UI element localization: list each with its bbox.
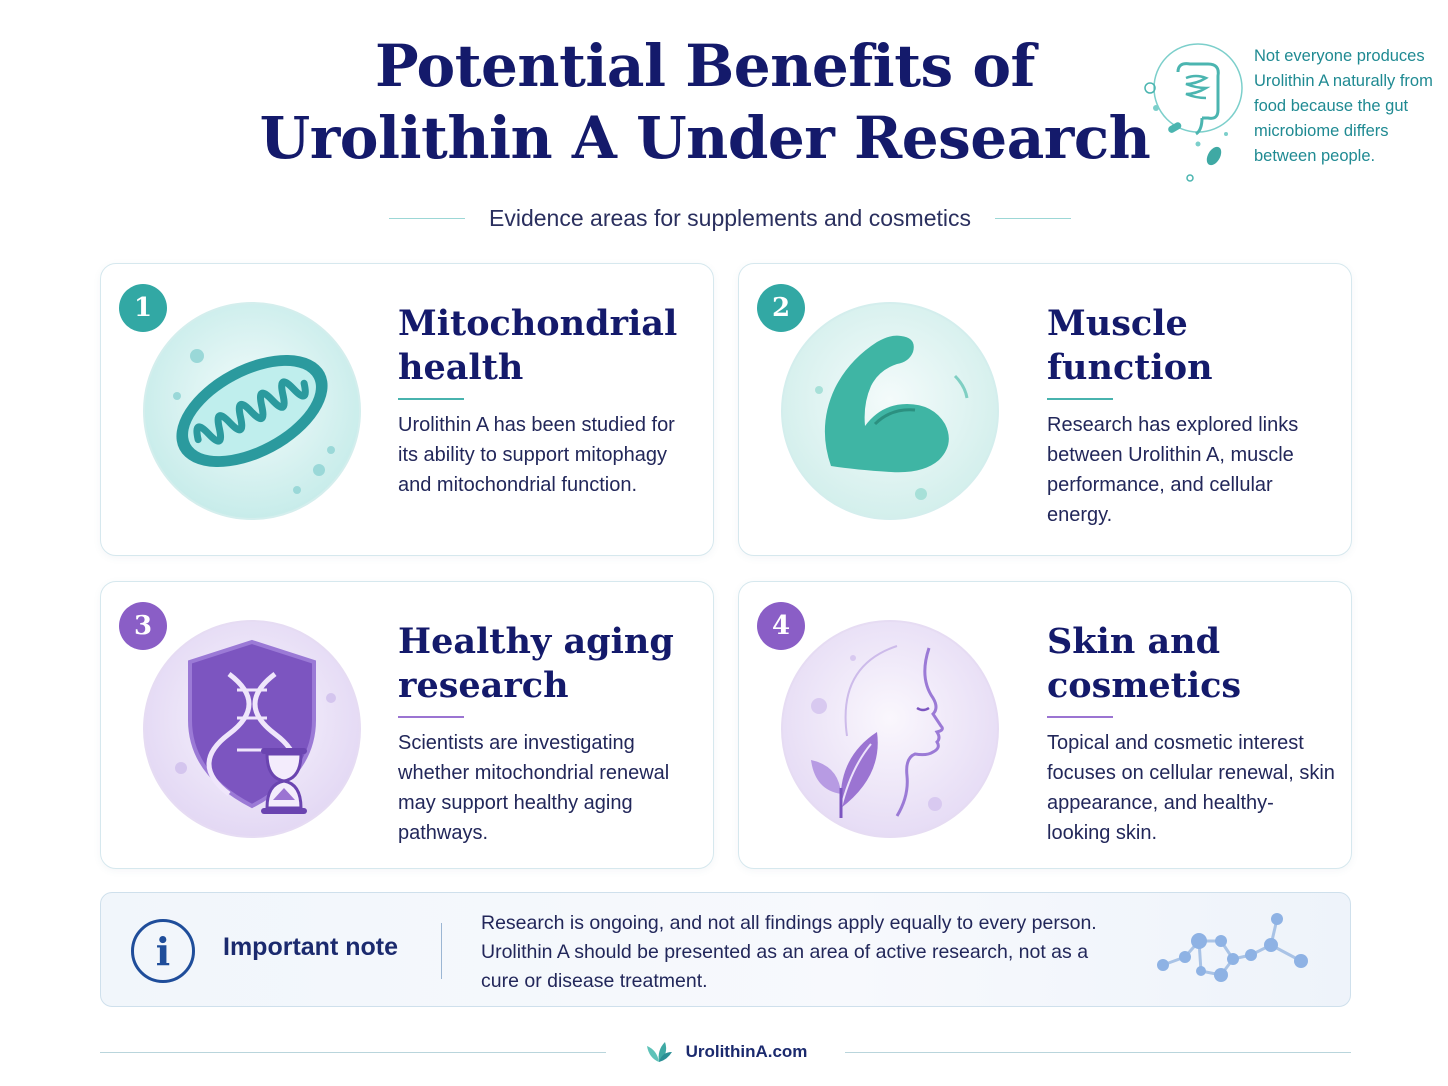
card-skin-and-cosmetics: 4 Skin and cosmetics Topical and cosmeti… — [738, 581, 1352, 869]
footer: UrolithinA.com — [100, 1030, 1351, 1074]
page-title-line-2: Urolithin A Under Research — [259, 104, 1151, 172]
footer-rule-left — [100, 1051, 606, 1053]
card-muscle-function: 2 Muscle function Research has explored … — [738, 263, 1352, 556]
card-title-rule — [1047, 716, 1113, 718]
footer-brand[interactable]: UrolithinA.com — [622, 1040, 830, 1064]
important-note-panel: i Important note Research is ongoing, an… — [100, 892, 1351, 1007]
important-note-label: Important note — [223, 933, 398, 961]
note-divider — [441, 923, 442, 979]
important-note-text: Research is ongoing, and not all finding… — [481, 912, 1097, 992]
card-title-rule — [1047, 398, 1113, 400]
card-title-rule — [398, 398, 464, 400]
card-number: 3 — [119, 602, 167, 650]
page-title-line-1: Potential Benefits of — [375, 32, 1035, 100]
card-description: Urolithin A has been studied for its abi… — [398, 414, 675, 496]
subtitle-row: Evidence areas for supplements and cosme… — [380, 200, 1080, 236]
card-title-rule — [398, 716, 464, 718]
card-title: Skin and cosmetics — [1047, 621, 1242, 706]
card-title: Healthy aging research — [398, 621, 674, 706]
molecule-icon — [1157, 913, 1308, 982]
shield-dna-hourglass-icon — [141, 618, 363, 840]
footer-rule-right — [845, 1051, 1351, 1053]
page-title: Potential Benefits of Urolithin A Under … — [230, 30, 1180, 174]
card-number: 2 — [757, 284, 805, 332]
card-number: 1 — [119, 284, 167, 332]
card-description: Scientists are investigating whether mit… — [398, 732, 670, 844]
gut-microbiome-note: Not everyone produces Urolithin A natura… — [1140, 38, 1440, 198]
leaf-logo-icon — [646, 1042, 672, 1062]
card-number: 4 — [757, 602, 805, 650]
card-healthy-aging-research: 3 Healthy aging research Scientists are — [100, 581, 714, 869]
subtitle-rule-right — [994, 217, 1071, 219]
card-mitochondrial-health: 1 Mitochondrial health Urolithin A has b — [100, 263, 714, 556]
card-description: Topical and cosmetic interest focuses on… — [1047, 732, 1335, 844]
card-title: Mitochondrial health — [398, 303, 678, 388]
flexed-arm-icon — [779, 300, 1001, 522]
card-title: Muscle function — [1047, 303, 1213, 388]
subtitle-rule-left — [389, 217, 466, 219]
mitochondria-icon — [141, 300, 363, 522]
card-description: Research has explored links between Urol… — [1047, 414, 1299, 526]
gut-microbiome-icon — [1144, 43, 1243, 182]
subtitle: Evidence areas for supplements and cosme… — [489, 204, 971, 231]
gut-microbiome-text: Not everyone produces Urolithin A natura… — [1254, 47, 1433, 165]
face-leaf-icon — [779, 618, 1001, 840]
info-icon: i — [131, 919, 195, 983]
footer-brand-link[interactable]: UrolithinA.com — [685, 1042, 808, 1061]
